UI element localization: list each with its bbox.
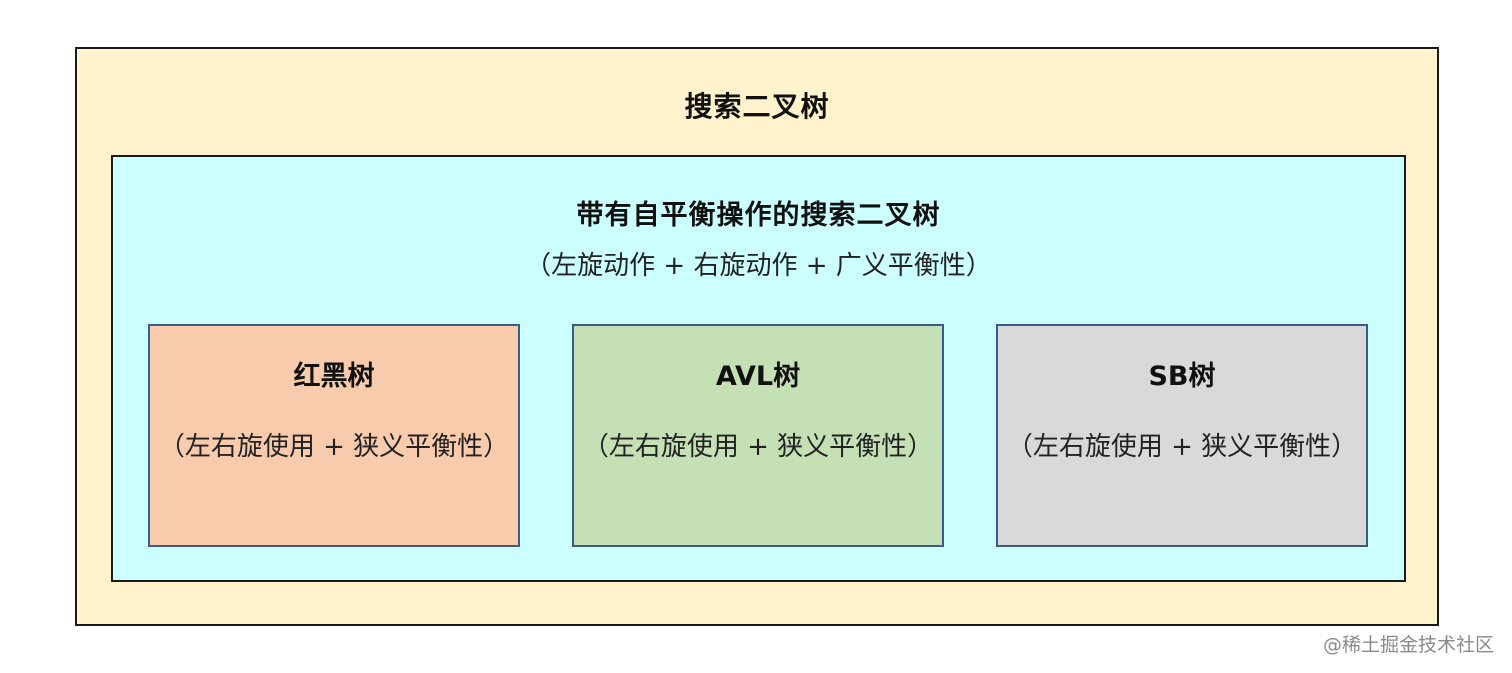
sb-tree-box: SB树 （左右旋使用 + 狭义平衡性） [996, 324, 1368, 547]
avl-tree-title: AVL树 [715, 361, 801, 392]
red-black-tree-box: 红黑树 （左右旋使用 + 狭义平衡性） [148, 324, 520, 547]
red-black-tree-title: 红黑树 [293, 361, 375, 392]
search-binary-tree-title: 搜索二叉树 [684, 90, 830, 123]
sb-tree-title: SB树 [1148, 361, 1216, 392]
watermark: @稀土掘金技术社区 [1322, 634, 1494, 656]
red-black-tree-desc: （左右旋使用 + 狭义平衡性） [158, 432, 510, 462]
avl-tree-desc: （左右旋使用 + 狭义平衡性） [582, 432, 934, 462]
self-balancing-tree-subtitle: （左旋动作 + 右旋动作 + 广义平衡性） [525, 251, 992, 281]
avl-tree-box: AVL树 （左右旋使用 + 狭义平衡性） [572, 324, 944, 547]
sb-tree-desc: （左右旋使用 + 狭义平衡性） [1006, 432, 1358, 462]
self-balancing-tree-title: 带有自平衡操作的搜索二叉树 [576, 200, 941, 231]
